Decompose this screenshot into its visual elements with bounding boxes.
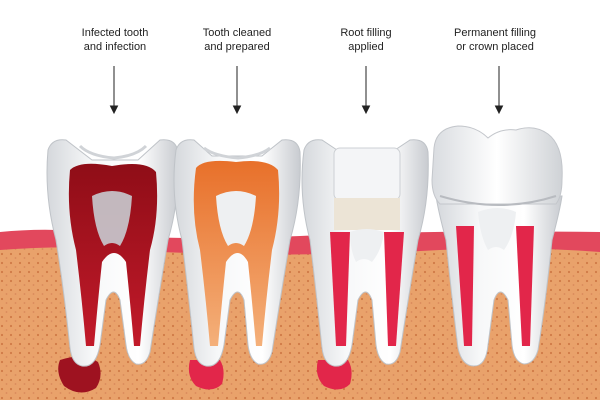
step-label-line: and infection — [83, 41, 147, 53]
tooth-root-filled — [301, 139, 429, 390]
arrow-icon — [109, 66, 504, 115]
root-canal-fill — [384, 232, 404, 346]
root-canal-fill — [516, 226, 534, 346]
step-label-line: Tooth cleaned — [202, 27, 272, 39]
step-label-line: Infected tooth — [81, 27, 149, 39]
step-label-line: and prepared — [204, 41, 270, 53]
step-label-line: Root filling — [340, 27, 392, 39]
step-label-line: Permanent filling — [454, 27, 536, 39]
root-tip-blood — [316, 360, 352, 390]
step-label-line: or crown placed — [456, 41, 534, 53]
base-layer — [334, 198, 400, 230]
root-canal-fill — [456, 226, 474, 346]
root-canal-fill — [330, 232, 350, 346]
step-label-cleaned: Tooth cleaned and prepared — [172, 26, 302, 54]
root-tip-blood — [188, 360, 224, 390]
step-label-infected: Infected tooth and infection — [50, 26, 180, 54]
cleaned-pulp — [193, 160, 280, 346]
step-label-crown: Permanent filling or crown placed — [430, 26, 560, 54]
temporary-filling — [333, 147, 401, 201]
abscess — [58, 356, 101, 393]
infected-pulp — [68, 163, 158, 346]
step-label-root-filling: Root filling applied — [301, 26, 431, 54]
step-label-line: applied — [348, 41, 384, 53]
tooth-infected — [46, 139, 179, 393]
tooth-cleaned — [173, 139, 301, 390]
crown — [431, 125, 563, 205]
tooth-crowned — [431, 125, 563, 367]
